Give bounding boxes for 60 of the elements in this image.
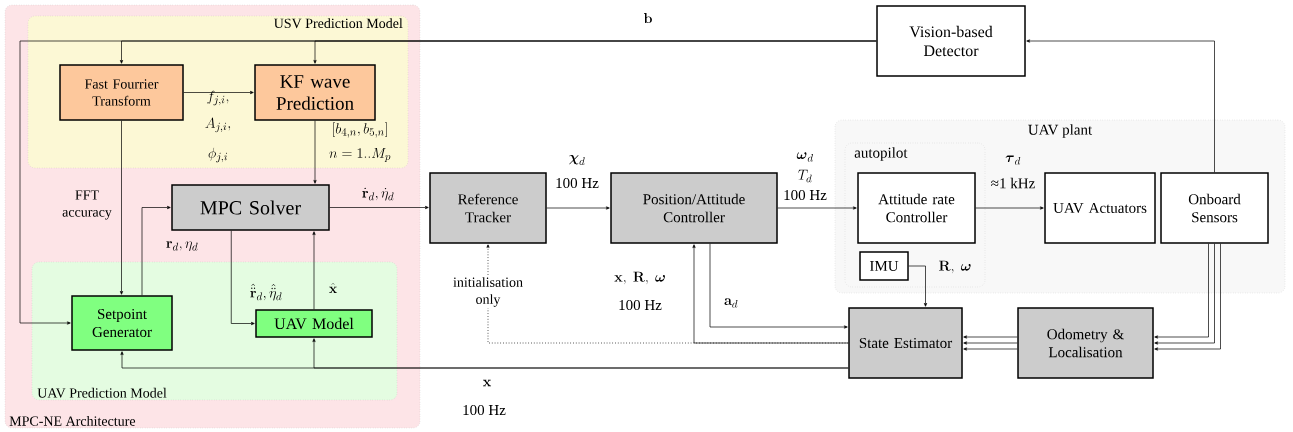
process-box: Onboard Sensors xyxy=(1160,172,1269,244)
arrow xyxy=(692,244,849,344)
edge-label: $\hat{\ddot{\mathbf{r}}}_d, \hat{\ddot{\eta}}_d$ xyxy=(250,283,282,301)
process-box: Fast Fourrier Transform xyxy=(59,64,184,121)
edge-label: $\mathbf{b}$ xyxy=(644,13,652,24)
process-box: IMU xyxy=(859,251,909,281)
signal-label: $\phi_{j,i}$ xyxy=(208,147,227,163)
edge-label: $\mathbf{x}$ xyxy=(483,379,492,387)
edge-label: $[b_{4,n}, b_{5,n}]$ xyxy=(333,122,387,138)
signal-label: 100 Hz xyxy=(784,189,827,201)
signal-label: $A_{j,i},$ xyxy=(205,117,231,133)
edge-label: FFT accuracy xyxy=(62,190,112,220)
process-box: Reference Tracker xyxy=(429,172,547,244)
process-box: KF wave Prediction xyxy=(254,64,376,121)
edge-label: $\mathbf{r}_d, \eta_d$ xyxy=(166,241,198,251)
arrow xyxy=(119,120,124,295)
arrow xyxy=(546,206,610,210)
arrow xyxy=(908,265,928,307)
edge-label: $\boldsymbol{\omega}_d$ xyxy=(796,152,813,162)
arrow xyxy=(329,205,429,210)
edge-label: $\dot{\mathbf{r}}_d, \dot{\eta}_d$ xyxy=(362,187,394,201)
signal-label: 100 Hz xyxy=(463,404,506,416)
signal-label: $T_d$ xyxy=(798,169,812,183)
process-box: State Estimator xyxy=(848,307,963,379)
arrow xyxy=(230,230,255,326)
process-box: Position/Attitude Controller xyxy=(610,172,778,244)
process-box: Setpoint Generator xyxy=(71,295,173,351)
arrow xyxy=(183,90,254,95)
process-box: UAV Model xyxy=(255,309,373,338)
arrow xyxy=(486,244,849,344)
arrow xyxy=(141,205,171,296)
arrow xyxy=(963,347,1018,351)
arrow xyxy=(313,120,317,184)
edge-label: $\mathbf{x},\ \mathbf{R},\ \boldsymbol{\omega}$ xyxy=(614,271,665,285)
process-box: Odometry & Localisation xyxy=(1017,307,1154,379)
arrow xyxy=(1026,39,1215,173)
process-box: Vision-based Detector xyxy=(876,5,1026,77)
signal-label: 100 Hz xyxy=(619,299,662,311)
arrow xyxy=(312,338,849,369)
signal-label: 100 Hz xyxy=(556,177,599,189)
process-box: MPC Solver xyxy=(171,184,330,231)
arrow xyxy=(777,206,857,210)
arrow xyxy=(963,335,1018,339)
process-box: Attitude rate Controller xyxy=(857,172,976,244)
signal-label: $n = 1..M_p$ xyxy=(329,147,391,163)
signal-label: ≈1 kHz xyxy=(991,177,1035,189)
arrow xyxy=(975,206,1044,210)
arrow xyxy=(19,40,877,325)
edge-label: $\boldsymbol{\chi}_d$ xyxy=(569,155,585,165)
edge-label: $\hat{\mathbf{x}}$ xyxy=(329,282,338,294)
process-box: UAV Actuators xyxy=(1044,172,1156,244)
arrow xyxy=(963,341,1018,345)
edge-label: $\boldsymbol{\tau}_d$ xyxy=(1005,155,1021,165)
arrow xyxy=(1154,243,1209,339)
edge-label: $f_{j,i},$ xyxy=(207,90,229,106)
arrow xyxy=(312,231,316,310)
edge-label: $\mathbf{R},\ \boldsymbol{\omega}$ xyxy=(939,260,971,274)
edge-label: initialisation only xyxy=(441,275,535,309)
edge-label: $\mathbf{a}_d$ xyxy=(724,298,738,308)
arrow xyxy=(709,243,848,329)
